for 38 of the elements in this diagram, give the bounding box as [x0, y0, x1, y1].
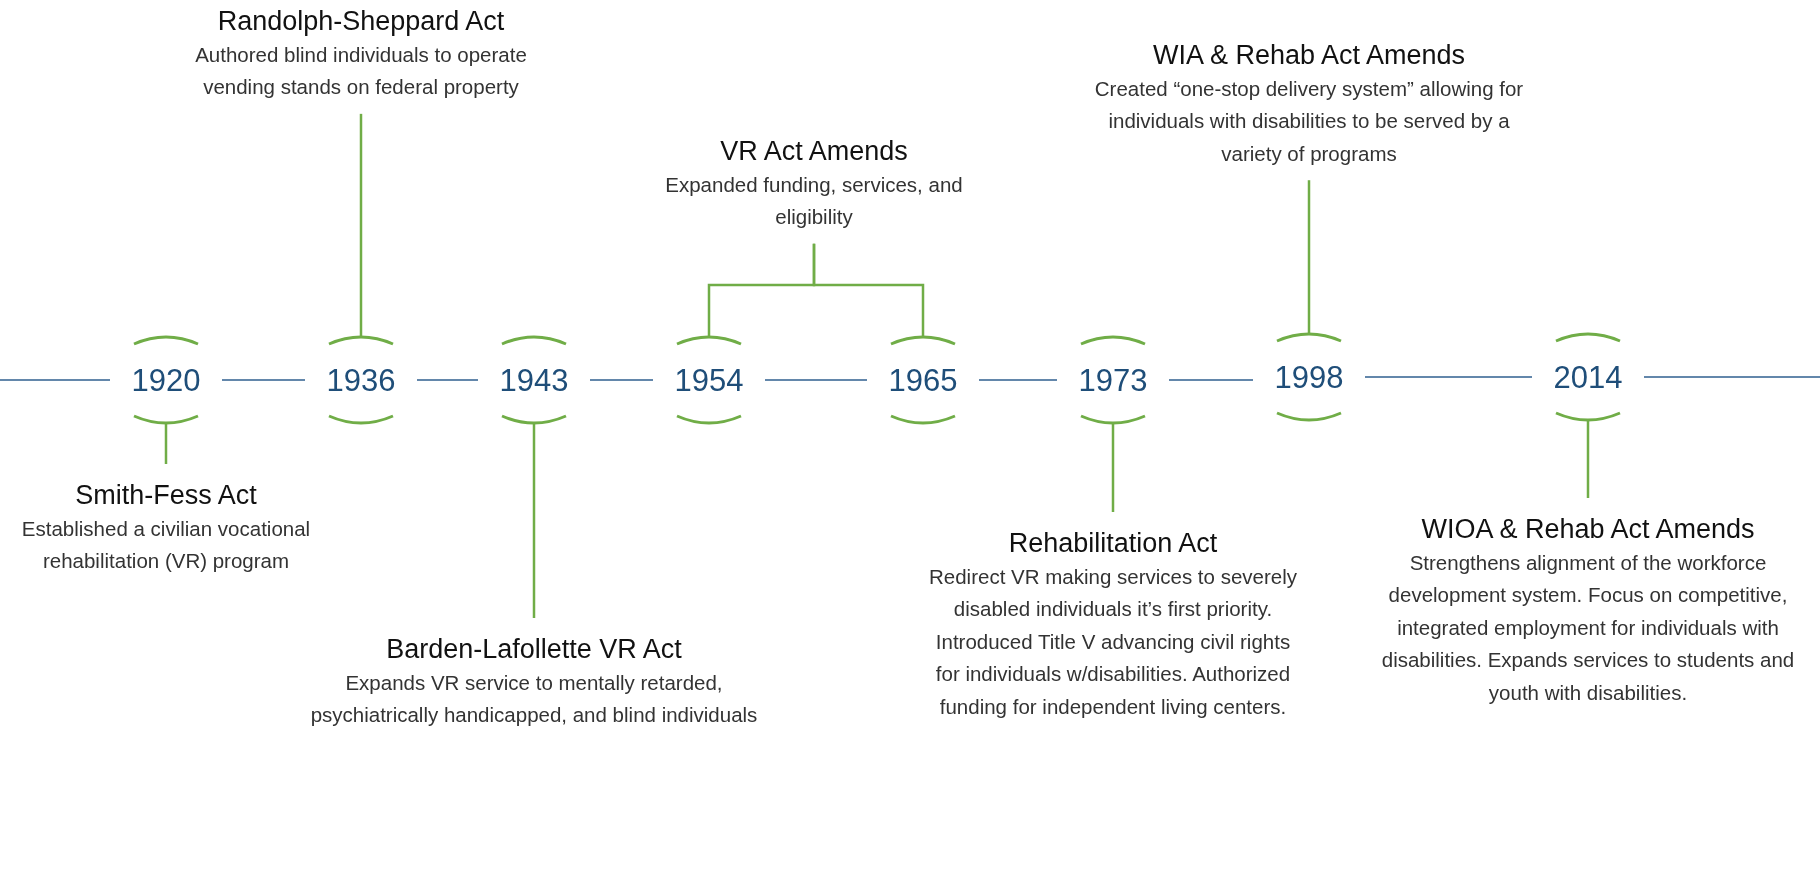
timeline-line [978, 379, 1058, 381]
event-title: Smith-Fess Act [75, 479, 257, 512]
timeline-line [764, 379, 868, 381]
event-title: Rehabilitation Act [1008, 527, 1218, 560]
event-title: WIOA & Rehab Act Amends [1421, 513, 1755, 546]
event-title: Barden-Lafollette VR Act [386, 633, 682, 666]
leader-line [1111, 423, 1115, 512]
event-title: WIA & Rehab Act Amends [1152, 39, 1466, 72]
event-description: Authored blind individuals to operate vending stands on federal property [194, 42, 528, 101]
event-description: Expanded funding, services, and eligibility [664, 172, 964, 231]
timeline-line [589, 379, 654, 381]
year-label: 1965 [888, 364, 958, 396]
year-label: 1973 [1078, 364, 1148, 396]
timeline-line [1643, 376, 1820, 378]
year-label: 1936 [326, 364, 396, 396]
leader-line [532, 423, 536, 618]
leader-line [164, 423, 168, 464]
year-label: 1943 [499, 364, 569, 396]
leader-line [812, 243, 925, 337]
event-description: Redirect VR making services to severely disabled individuals it’s first priority. Introduced Title V advancing civil rights for individuals w/disabilities. Authorized funding for independent living centers. [928, 564, 1298, 720]
year-label: 1954 [674, 364, 744, 396]
leader-line [1586, 420, 1590, 498]
year-label: 1998 [1274, 361, 1344, 393]
timeline-line [1364, 376, 1533, 378]
event-description: Established a civilian vocational rehabilitation (VR) program [20, 516, 312, 575]
timeline-line [0, 379, 111, 381]
event-description: Created “one-stop delivery system” allowing for individuals with disabilities to be served by a variety of programs [1093, 76, 1525, 167]
event-title: VR Act Amends [720, 135, 908, 168]
event-description: Strengthens alignment of the workforce development system. Focus on competitive, integrated employment for individuals with disabilities. Expands services to students and youth with disabilities. [1380, 550, 1796, 706]
leader-line [1307, 180, 1311, 334]
timeline-line [1168, 379, 1254, 381]
event-title: Randolph-Sheppard Act [217, 5, 505, 38]
leader-line [359, 113, 363, 337]
timeline-line [416, 379, 479, 381]
timeline-line [221, 379, 306, 381]
year-label: 1920 [131, 364, 201, 396]
year-label: 2014 [1553, 361, 1623, 393]
event-description: Expands VR service to mentally retarded, psychiatrically handicapped, and blind individuals [309, 670, 759, 729]
